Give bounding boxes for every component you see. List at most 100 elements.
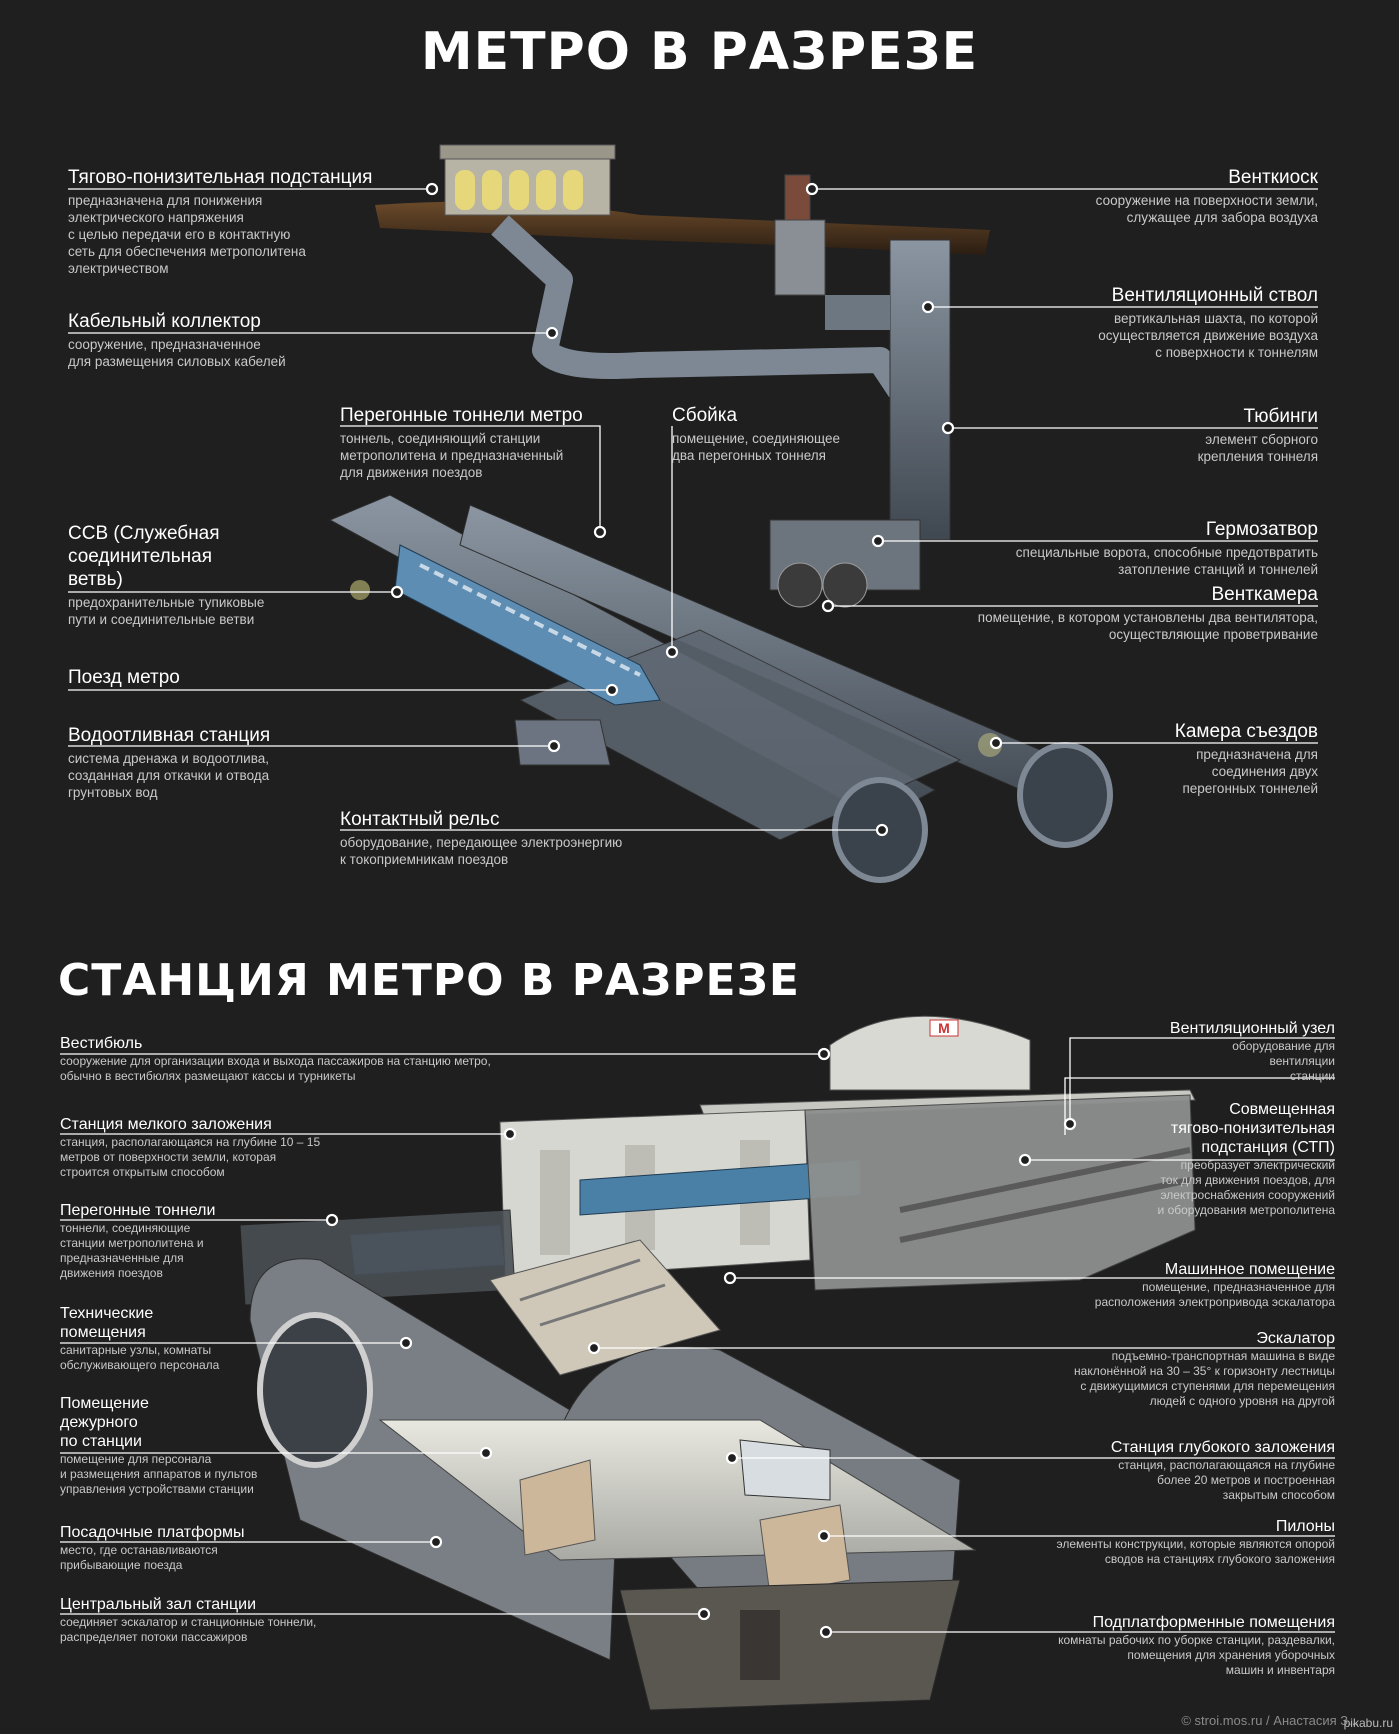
label-vent-kiosk: Венткиоск сооружение на поверхности земл… xyxy=(1096,166,1318,226)
label-desc: помещение, в котором установлены два вен… xyxy=(977,610,1318,642)
label-vent-node: Вентиляционный узел оборудование для вен… xyxy=(1170,1019,1335,1084)
label-title: Помещение дежурного по станции xyxy=(60,1395,149,1450)
label-desc: специальные ворота, способные предотврат… xyxy=(1015,545,1318,577)
label-title: ССВ (Служебная соединительная ветвь) xyxy=(68,523,220,590)
label-duty-room: Помещение дежурного по станции помещение… xyxy=(60,1394,257,1497)
label-title: Гермозатвор xyxy=(1205,519,1318,540)
label-drainage: Водоотливная станция система дренажа и в… xyxy=(68,724,270,801)
label-title: Перегонные тоннели метро xyxy=(340,405,583,426)
label-title: Вентиляционный узел xyxy=(1169,1020,1335,1037)
label-running-tunnels: Перегонные тоннели метро тоннель, соедин… xyxy=(340,404,583,481)
main-title: МЕТРО В РАЗРЕЗЕ xyxy=(420,22,979,82)
label-title: Станция глубокого заложения xyxy=(1110,1439,1335,1456)
label-running-tunnels-station: Перегонные тоннели тоннели, соединяющие … xyxy=(60,1201,215,1281)
label-title: Подплатформенные помещения xyxy=(1092,1614,1335,1631)
top-cutaway xyxy=(328,144,1113,883)
label-title: Водоотливная станция xyxy=(68,725,271,746)
label-desc: соединяет эскалатор и станционные тоннел… xyxy=(60,1615,317,1644)
credit-text: © stroi.mos.ru / Анастасия З... xyxy=(1181,1713,1359,1728)
label-vent-chamber: Венткамера помещение, в котором установл… xyxy=(978,583,1318,643)
label-title: Венткамера xyxy=(1211,584,1319,605)
pylon-shape xyxy=(759,1504,851,1596)
label-title: Вестибюль xyxy=(60,1035,143,1052)
label-train: Поезд метро xyxy=(68,666,180,689)
label-title: Эскалатор xyxy=(1256,1330,1335,1347)
label-title: Пилоны xyxy=(1275,1518,1335,1535)
metro-train-shape xyxy=(394,544,661,706)
label-title: Станция мелкого заложения xyxy=(60,1116,272,1133)
label-desc: санитарные узлы, комнаты обслуживающего … xyxy=(60,1343,220,1372)
label-cable-collector: Кабельный коллектор сооружение, предназн… xyxy=(68,310,286,370)
label-technical-rooms: Технические помещения санитарные узлы, к… xyxy=(60,1304,219,1373)
label-crosspassage: Сбойка помещение, соединяющее два перего… xyxy=(672,404,840,464)
label-desc: помещение для персонала и размещения апп… xyxy=(60,1452,258,1496)
label-desc: предназначена для соединения двух перего… xyxy=(1182,747,1318,796)
substation-building xyxy=(439,144,616,216)
label-contact-rail: Контактный рельс оборудование, передающе… xyxy=(340,808,622,868)
label-title: Тягово-понизительная подстанция xyxy=(68,167,373,188)
label-title: Кабельный коллектор xyxy=(68,311,261,332)
under-platform-shape xyxy=(619,1579,961,1711)
label-desc: комнаты рабочих по уборке станции, разде… xyxy=(1058,1633,1335,1677)
label-machine-room: Машинное помещение помещение, предназнач… xyxy=(1095,1260,1335,1310)
label-desc: сооружение для организации входа и выход… xyxy=(60,1054,491,1083)
escalator-shape xyxy=(489,1239,721,1376)
label-flood-gate: Гермозатвор специальные ворота, способны… xyxy=(1016,518,1318,578)
label-vent-shaft: Вентиляционный ствол вертикальная шахта,… xyxy=(1098,284,1318,361)
label-desc: сооружение, предназначенное для размещен… xyxy=(68,337,286,369)
label-under-platform: Подплатформенные помещения комнаты рабоч… xyxy=(1058,1613,1335,1678)
label-tubing: Тюбинги элемент сборного крепления тонне… xyxy=(1198,405,1318,465)
bottom-leader-lines xyxy=(60,1037,1335,1633)
label-platforms: Посадочные платформы место, где останавл… xyxy=(60,1523,245,1573)
label-shallow-station: Станция мелкого заложения станция, распо… xyxy=(60,1115,320,1180)
label-desc: преобразует электрический ток для движен… xyxy=(1157,1158,1335,1217)
station-title: СТАНЦИЯ МЕТРО В РАЗРЕЗЕ xyxy=(58,955,800,1006)
label-desc: тоннели, соединяющие станции метрополите… xyxy=(60,1221,204,1280)
label-title: Центральный зал станции xyxy=(60,1596,257,1613)
label-ssv: ССВ (Служебная соединительная ветвь) пре… xyxy=(68,522,264,628)
label-desc: элементы конструкции, которые являются о… xyxy=(1056,1537,1335,1566)
label-title: Тюбинги xyxy=(1243,406,1318,427)
metro-logo-icon: М xyxy=(938,1020,950,1036)
label-desc: вертикальная шахта, по которой осуществл… xyxy=(1098,311,1318,360)
label-vestibule: Вестибюль сооружение для организации вхо… xyxy=(60,1034,491,1084)
label-desc: оборудование, передающее электроэнергию … xyxy=(340,835,623,867)
label-desc: тоннель, соединяющий станции метрополите… xyxy=(340,431,564,480)
label-desc: помещение, предназначенное для расположе… xyxy=(1094,1280,1335,1309)
label-desc: помещение, соединяющее два перегонных то… xyxy=(672,431,840,463)
cable-collector-tunnel xyxy=(491,215,911,398)
label-traction-substation: Тягово-понизительная подстанция предназн… xyxy=(68,166,372,277)
label-desc: станция, располагающаяся на глубине боле… xyxy=(1118,1458,1335,1502)
label-title: Контактный рельс xyxy=(340,809,500,830)
vent-shaft-shape xyxy=(889,239,951,541)
label-desc: система дренажа и водоотлива, созданная … xyxy=(68,751,270,800)
label-title: Перегонные тоннели xyxy=(60,1202,216,1219)
label-title: Венткиоск xyxy=(1228,167,1318,188)
label-desc: подъемно-транспортная машина в виде накл… xyxy=(1074,1349,1335,1408)
label-title: Камера съездов xyxy=(1174,721,1318,742)
label-title: Посадочные платформы xyxy=(60,1524,245,1541)
label-desc: предназначена для понижения электрическо… xyxy=(68,193,306,276)
label-deep-station: Станция глубокого заложения станция, рас… xyxy=(1111,1438,1335,1503)
label-title: Технические помещения xyxy=(60,1305,154,1341)
top-markers xyxy=(390,182,1003,837)
label-desc: место, где останавливаются прибывающие п… xyxy=(60,1543,218,1572)
label-desc: сооружение на поверхности земли, служаще… xyxy=(1095,193,1318,225)
label-title: Сбойка xyxy=(672,405,738,426)
label-desc: оборудование для вентиляции станции xyxy=(1232,1039,1335,1083)
label-combined-substation: Совмещенная тягово-понизительная подстан… xyxy=(1158,1100,1335,1218)
label-desc: элемент сборного крепления тоннеля xyxy=(1197,432,1318,464)
label-crossover: Камера съездов предназначена для соедине… xyxy=(1175,720,1318,797)
bottom-markers xyxy=(325,1047,1077,1639)
vestibule-dome xyxy=(829,1015,1031,1091)
top-leader-lines xyxy=(68,188,1318,831)
station-cutaway: М xyxy=(239,1015,1196,1711)
vent-kiosk-shape xyxy=(784,174,811,226)
drainage-shape xyxy=(514,719,611,766)
label-escalator: Эскалатор подъемно-транспортная машина в… xyxy=(1074,1329,1335,1409)
label-title: Совмещенная тягово-понизительная подстан… xyxy=(1170,1101,1335,1156)
label-central-hall: Центральный зал станции соединяет эскала… xyxy=(60,1595,316,1645)
label-title: Вентиляционный ствол xyxy=(1111,285,1318,306)
watermark-text: pikabu.ru xyxy=(1343,1716,1393,1730)
